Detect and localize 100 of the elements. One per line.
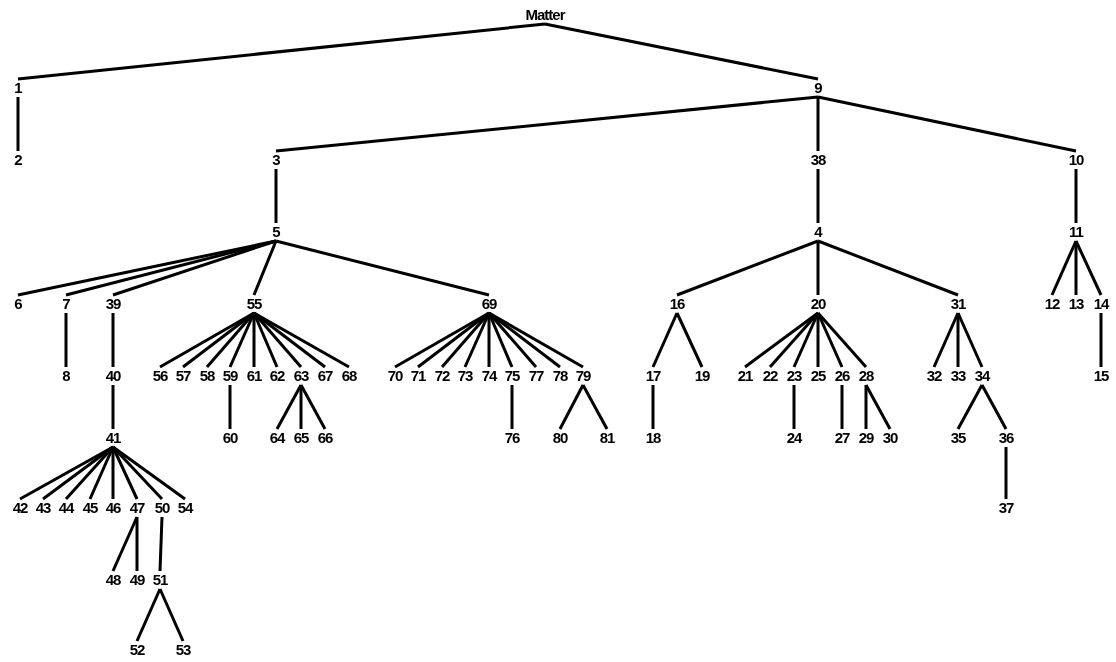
connector-line xyxy=(488,311,584,369)
connector-line xyxy=(42,445,114,501)
node-number: 29 xyxy=(857,429,875,447)
node-number: 26 xyxy=(833,367,851,385)
connector-line xyxy=(792,385,796,429)
connector-line xyxy=(980,384,1008,430)
connector-line xyxy=(253,311,350,369)
connector-line xyxy=(1050,240,1078,296)
connector-line xyxy=(816,169,820,223)
node-number: 11 xyxy=(1068,223,1084,241)
node-number: 74 xyxy=(480,367,498,385)
node-number: 67 xyxy=(316,367,334,385)
connector-line xyxy=(816,312,868,368)
node-number: 78 xyxy=(551,367,569,385)
connector-line xyxy=(440,312,491,368)
node-number: 40 xyxy=(104,367,122,385)
connector-line xyxy=(581,384,609,430)
connector-line xyxy=(768,312,820,368)
node-number: 51 xyxy=(151,571,169,589)
node-number: 6 xyxy=(13,295,23,313)
connector-line xyxy=(182,311,255,369)
connector-line xyxy=(253,311,326,369)
node-number: 70 xyxy=(386,367,404,385)
connector-line xyxy=(135,517,139,571)
connector-line xyxy=(64,313,68,367)
node-number: 12 xyxy=(1043,295,1061,313)
node-number: 48 xyxy=(104,571,122,589)
connector-line xyxy=(1004,447,1008,499)
connector-line xyxy=(1074,241,1078,295)
connector-line xyxy=(111,445,164,501)
connector-line xyxy=(417,311,490,369)
node-number: 17 xyxy=(644,367,662,385)
node-number: 23 xyxy=(785,367,803,385)
connector-line xyxy=(817,95,1077,153)
node-number: 53 xyxy=(174,641,192,659)
node-number: 35 xyxy=(949,429,967,447)
connector-line xyxy=(299,384,327,430)
node-number: 55 xyxy=(245,295,263,313)
node-number: 39 xyxy=(104,295,122,313)
node-number: 9 xyxy=(813,79,823,97)
node-number: 73 xyxy=(456,367,474,385)
node-number: 75 xyxy=(503,367,521,385)
connector-line xyxy=(956,313,960,367)
connector-line xyxy=(816,97,820,151)
node-number: 43 xyxy=(34,499,52,517)
node-number: 25 xyxy=(809,367,827,385)
node-number: 54 xyxy=(176,499,194,517)
connector-line xyxy=(864,384,892,430)
node-number: 76 xyxy=(503,429,521,447)
connector-line xyxy=(205,312,256,368)
node-number: 22 xyxy=(761,367,779,385)
connector-line xyxy=(510,385,514,429)
connector-line xyxy=(744,311,819,369)
node-number: 4 xyxy=(813,223,823,241)
node-number: 20 xyxy=(809,295,827,313)
connector-line xyxy=(158,588,185,642)
node-number: 77 xyxy=(527,367,545,385)
connector-line xyxy=(956,312,984,368)
node-number: 50 xyxy=(153,499,171,517)
node-number: 46 xyxy=(104,499,122,517)
node-number: 3 xyxy=(271,151,281,169)
connector-line xyxy=(956,384,984,430)
connector-line xyxy=(111,447,115,499)
connector-line xyxy=(252,313,256,367)
node-number: 61 xyxy=(245,367,263,385)
node-number: 49 xyxy=(128,571,146,589)
node-number: 1 xyxy=(13,79,23,97)
node-number: 81 xyxy=(598,429,616,447)
connector-line xyxy=(651,385,655,429)
connector-line xyxy=(17,22,546,81)
node-number: 36 xyxy=(997,429,1015,447)
connector-line xyxy=(299,385,303,429)
node-number: 72 xyxy=(433,367,451,385)
node-number: 8 xyxy=(61,367,71,385)
connector-line xyxy=(864,385,868,429)
connector-line xyxy=(252,240,278,296)
node-number: 79 xyxy=(574,367,592,385)
node-number: 64 xyxy=(268,429,286,447)
node-number: 38 xyxy=(809,151,827,169)
connector-line xyxy=(111,516,139,572)
node-number: 45 xyxy=(81,499,99,517)
connector-line xyxy=(816,312,844,368)
connector-line xyxy=(816,241,820,295)
connector-line xyxy=(112,445,186,501)
connector-line xyxy=(817,239,959,297)
node-number: 24 xyxy=(785,429,803,447)
node-number: 33 xyxy=(949,367,967,385)
root-label: Matter xyxy=(524,6,566,24)
node-number: 21 xyxy=(736,367,754,385)
connector-line xyxy=(228,385,232,429)
node-number: 80 xyxy=(551,429,569,447)
node-number: 10 xyxy=(1067,151,1085,169)
node-number: 5 xyxy=(271,223,281,241)
node-number: 37 xyxy=(997,499,1015,517)
node-number: 57 xyxy=(174,367,192,385)
node-number: 65 xyxy=(292,429,310,447)
node-number: 14 xyxy=(1092,295,1110,313)
node-number: 7 xyxy=(61,295,71,313)
connector-line xyxy=(1074,240,1103,296)
node-number: 31 xyxy=(949,295,967,313)
